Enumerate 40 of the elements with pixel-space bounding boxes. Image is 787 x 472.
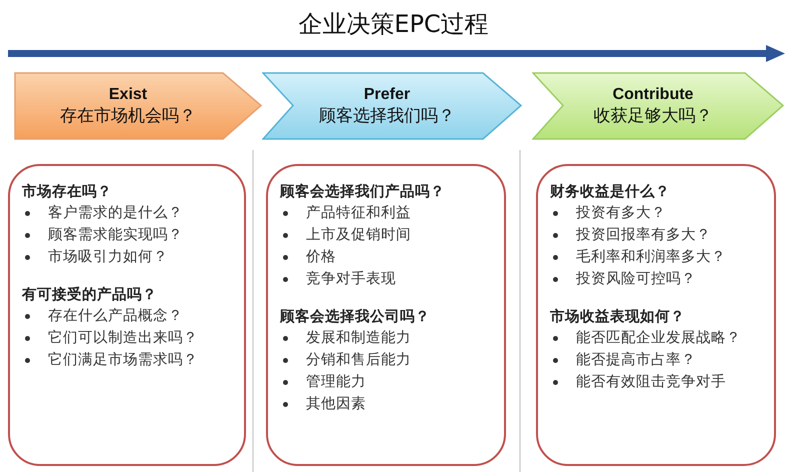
chevron-banner: [532, 72, 784, 140]
list-item: 投资有多大？: [576, 204, 666, 223]
section-heading: 有可接受的产品吗？: [22, 286, 158, 304]
list-item: 市场吸引力如何？: [48, 248, 168, 267]
title: 企业决策EPC过程: [297, 9, 490, 40]
banner-question: 存在市场机会吗？: [60, 104, 197, 126]
banner-heading: Contribute: [612, 86, 694, 104]
list-item: 存在什么产品概念？: [48, 307, 183, 326]
list-item: 分销和售后能力: [306, 351, 411, 370]
list-item: 价格: [306, 248, 336, 267]
section-heading: 顾客会选择我们产品吗？: [280, 182, 446, 201]
list-item: 能否匹配企业发展战略？: [576, 329, 741, 348]
banner-question: 收获足够大吗？: [592, 104, 714, 126]
section-heading: 市场存在吗？: [22, 182, 113, 201]
section-heading: 顾客会选择我公司吗？: [280, 307, 431, 326]
list-item: 发展和制造能力: [306, 329, 411, 348]
list-item: 竞争对手表现: [306, 270, 396, 289]
list-item: 产品特征和利益: [306, 204, 411, 223]
question-card: [266, 164, 506, 466]
list-item: 其他因素: [306, 395, 366, 414]
list-item: 毛利率和利润率多大？: [576, 248, 726, 267]
section-heading: 市场收益表现如何？: [550, 308, 686, 326]
list-item: 上市及促销时间: [306, 226, 411, 245]
list-item: 能否有效阻击竞争对手: [576, 372, 726, 392]
list-item: 投资风险可控吗？: [576, 270, 696, 289]
list-item: 客户需求的是什么？: [48, 204, 183, 223]
question-card: [8, 164, 246, 466]
list-item: 能否提高市占率？: [576, 350, 696, 370]
chevron-banner: [14, 72, 262, 140]
banner-question: 顾客选择我们吗？: [318, 104, 456, 126]
chevron-banner: [262, 72, 522, 140]
question-card: [536, 164, 776, 466]
banner-heading: Exist: [108, 86, 148, 104]
section-heading: 财务收益是什么？: [550, 182, 671, 201]
banner-heading: Prefer: [362, 86, 412, 104]
list-item: 投资回报率有多大？: [576, 226, 711, 245]
list-item: 管理能力: [306, 373, 366, 392]
list-item: 顾客需求能实现吗？: [48, 226, 183, 245]
list-item: 它们可以制造出来吗？: [48, 328, 198, 348]
list-item: 它们满足市场需求吗？: [48, 350, 198, 370]
